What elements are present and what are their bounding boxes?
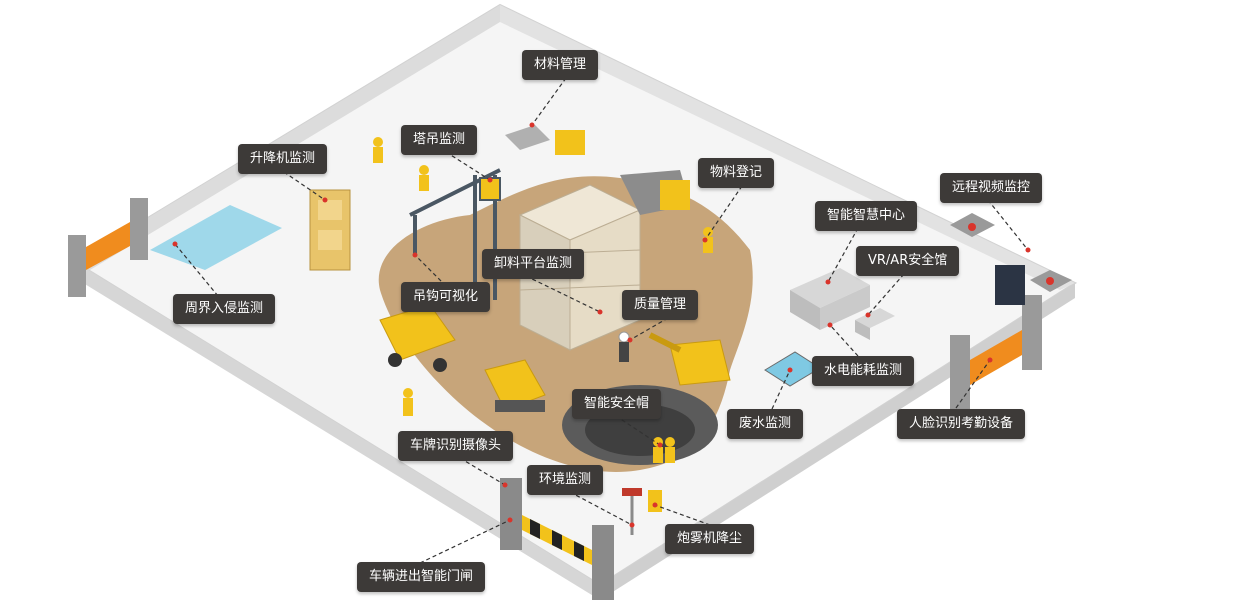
- leader-lines: [174, 77, 1029, 564]
- vehicle-barrier: [500, 478, 614, 600]
- label-plate-camera: 车牌识别摄像头: [398, 431, 514, 461]
- label-remote-video-monitoring: 远程视频监控: [940, 173, 1043, 203]
- mixer-truck: [620, 170, 690, 215]
- smart-center-building: [790, 268, 895, 340]
- bulldozer: [484, 359, 546, 412]
- label-vehicle-gate: 车辆进出智能门闸: [357, 562, 486, 592]
- label-material-registration: 物料登记: [698, 158, 775, 188]
- building-frame: [518, 184, 642, 351]
- label-smart-helmet: 智能安全帽: [572, 389, 662, 419]
- label-face-attendance: 人脸识别考勤设备: [897, 409, 1026, 439]
- hoist-tower: [309, 189, 351, 271]
- label-wastewater-monitoring: 废水监测: [727, 409, 804, 439]
- workers: [373, 137, 713, 463]
- fog-cannon: [648, 490, 662, 512]
- label-fog-cannon: 炮雾机降尘: [665, 524, 755, 554]
- label-quality-management: 质量管理: [622, 290, 699, 320]
- environment-monitor: [622, 488, 642, 535]
- perimeter-zone: [150, 205, 282, 270]
- label-tower-crane-monitoring: 塔吊监测: [401, 125, 478, 155]
- label-environment-monitoring: 环境监测: [527, 465, 604, 495]
- video-monitor-posts: [950, 213, 1072, 305]
- label-hook-visualization: 吊钩可视化: [401, 282, 491, 312]
- label-unloading-platform-monitoring: 卸料平台监测: [482, 249, 585, 279]
- forklift: [505, 125, 585, 155]
- left-gate: [68, 198, 148, 297]
- leader-dots: [172, 122, 1031, 528]
- label-hoist-monitoring: 升降机监测: [238, 144, 328, 174]
- excavator: [648, 332, 731, 386]
- right-gate: [950, 295, 1042, 410]
- label-vr-ar-safety-hall: VR/AR安全馆: [856, 246, 960, 276]
- label-material-management: 材料管理: [522, 50, 599, 80]
- label-smart-center: 智能智慧中心: [815, 201, 918, 231]
- tower-crane: [409, 168, 501, 300]
- label-perimeter-intrusion: 周界入侵监测: [173, 294, 276, 324]
- label-water-power-monitoring: 水电能耗监测: [812, 356, 915, 386]
